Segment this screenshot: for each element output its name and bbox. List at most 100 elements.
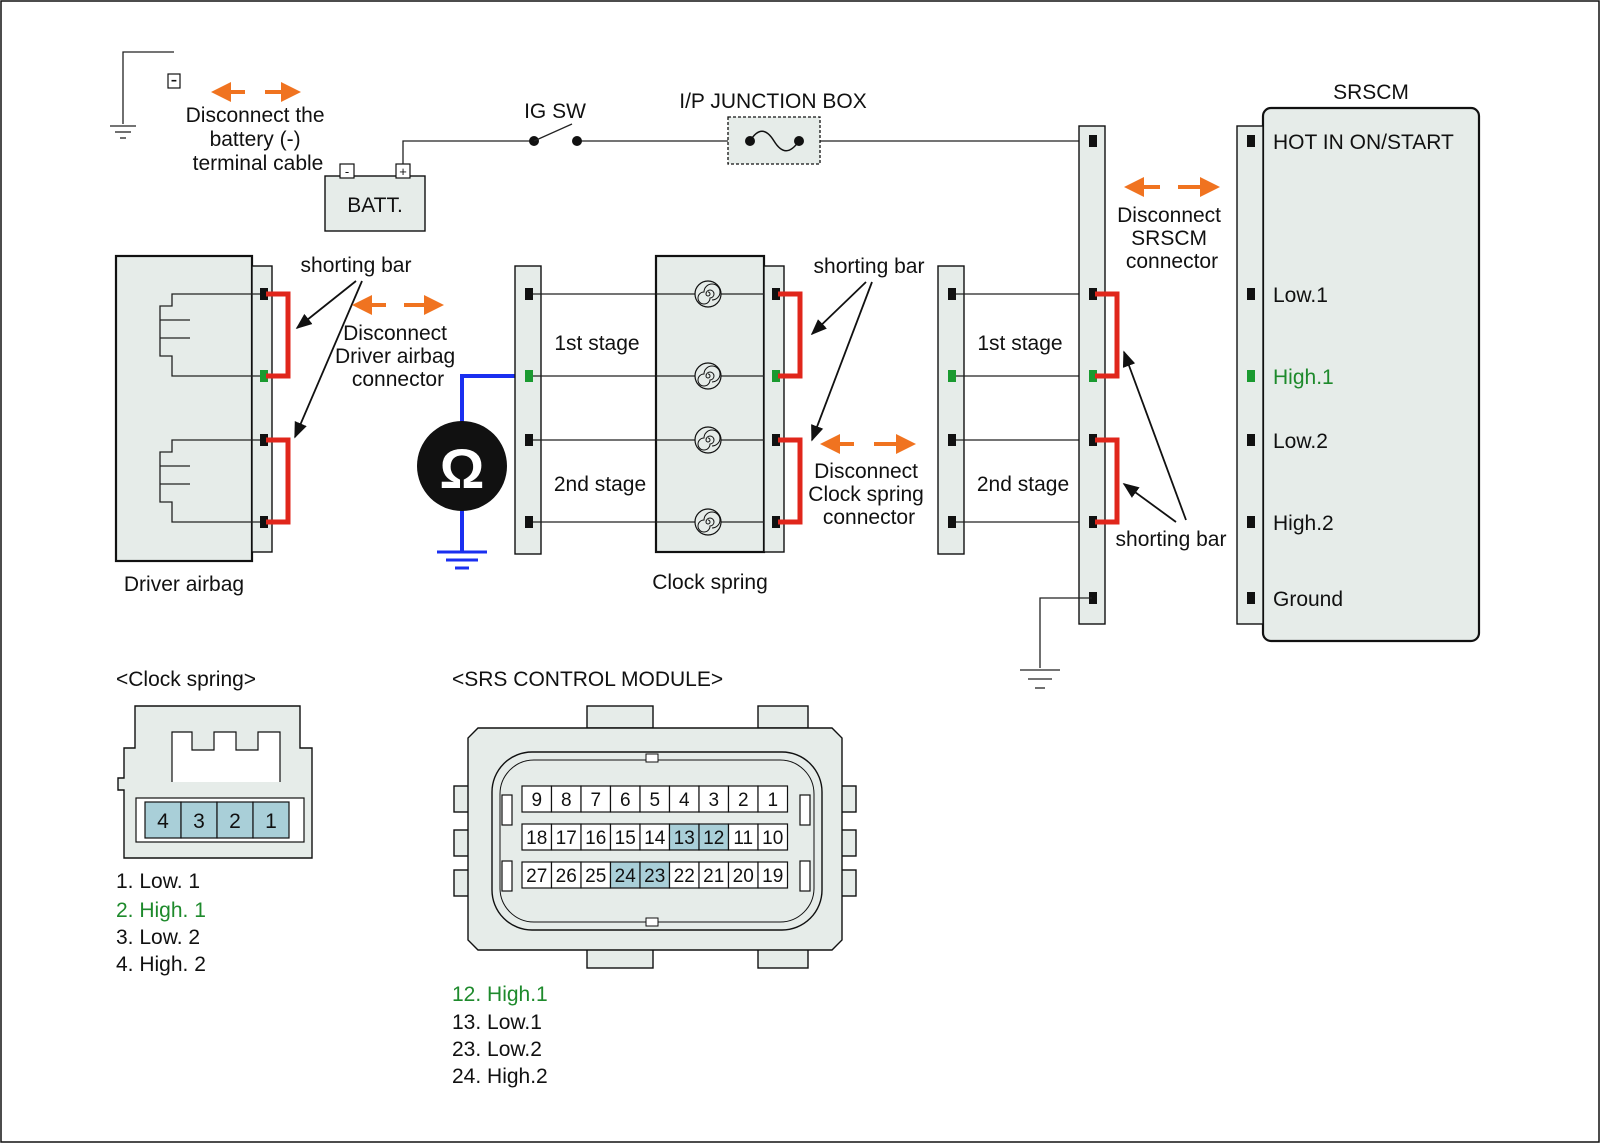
srs-pin-number: 19 <box>762 866 783 887</box>
srs-pin-number: 24 <box>615 866 637 887</box>
harness-2nd-stage-label: 2nd stage <box>977 473 1069 496</box>
srs-pin-number: 22 <box>674 866 695 887</box>
srs-pin-legend-item: 12. High.1 <box>452 983 548 1006</box>
srscm-module <box>1236 106 1481 643</box>
srs-pin-cell <box>698 785 730 813</box>
srs-pin-cell <box>609 785 641 813</box>
srs-pin-cell <box>580 785 612 813</box>
srs-pin-number: 15 <box>615 828 636 849</box>
battery-negative-cable: - <box>110 51 181 139</box>
srs-pin-number: 21 <box>703 866 724 887</box>
cable-minus-sign: - <box>171 69 178 91</box>
srs-pin-number: 12 <box>703 828 724 849</box>
clock-spring-pin-legend-item: 3. Low. 2 <box>116 926 200 949</box>
shorting-bar-pointer <box>294 280 363 439</box>
srs-pin-number: 25 <box>585 866 606 887</box>
clock-spring-pin-number: 4 <box>157 810 169 833</box>
srs-pin-number: 26 <box>556 866 577 887</box>
srscm-harness-connector <box>1020 125 1120 689</box>
driver-airbag <box>114 254 291 563</box>
shorting-bar-pointer <box>810 281 867 336</box>
srs-control-module-title: <SRS CONTROL MODULE> <box>452 668 723 691</box>
srs-pin-legend-item: 23. Low.2 <box>452 1038 542 1061</box>
battery-plus-terminal: + <box>399 164 407 179</box>
clock-spring-pin-legend-item: 2. High. 1 <box>116 899 206 922</box>
srs-pin-number: 3 <box>708 790 719 811</box>
harness-1st-stage-label: 1st stage <box>977 332 1062 355</box>
srs-pin-cell <box>757 861 789 889</box>
clock-spring-2nd-stage-label: 2nd stage <box>554 473 646 496</box>
ohmmeter <box>417 374 528 570</box>
srs-pin-number: 4 <box>679 790 690 811</box>
srs-pin-cell <box>727 823 759 851</box>
srscm-pin-label: Ground <box>1273 588 1343 611</box>
srs-pin-number: 27 <box>526 866 547 887</box>
ig-switch <box>529 123 582 146</box>
srscm-pin-label: HOT IN ON/START <box>1273 131 1454 154</box>
ignition-feed-wire <box>402 140 1085 164</box>
clock-spring-1st-stage-label: 1st stage <box>554 332 639 355</box>
srs-pin-number: 6 <box>620 790 631 811</box>
srs-pin-cell <box>727 785 759 813</box>
srs-pin-cell <box>521 785 553 813</box>
srs-pin-number: 17 <box>556 828 577 849</box>
srscm-pin-labels: HOT IN ON/START Low.1 High.1 Low.2 High.… <box>1273 131 1454 611</box>
srs-control-module-pin-legend: 12. High.1 13. Low.1 23. Low.2 24. High.… <box>452 983 548 1088</box>
srscm-title: SRSCM <box>1333 81 1409 104</box>
srs-pin-number: 5 <box>649 790 660 811</box>
srs-pin-number: 2 <box>738 790 749 811</box>
battery-minus-terminal: - <box>345 164 349 179</box>
shorting-bar-pointer <box>1122 350 1187 521</box>
srscm-pin-label: High.2 <box>1273 512 1334 535</box>
shorting-bar-label-clock-spring: shorting bar <box>814 255 925 278</box>
harness-inline-connector <box>937 265 1092 555</box>
srs-pin-number: 20 <box>733 866 754 887</box>
clock-spring-pin-number: 2 <box>229 810 241 833</box>
srs-pin-number: 7 <box>590 790 601 811</box>
battery: - + BATT. <box>324 163 426 232</box>
clock-spring-pin-number: 3 <box>193 810 205 833</box>
srs-pin-legend-item: 24. High.2 <box>452 1065 548 1088</box>
battery-label: BATT. <box>347 194 403 217</box>
srs-pin-number: 11 <box>733 828 753 849</box>
shorting-bar-pointer <box>1122 483 1177 523</box>
srs-pin-cell <box>550 823 582 851</box>
srscm-pin-label: High.1 <box>1273 366 1334 389</box>
shorting-bar-pointer <box>295 280 357 330</box>
srs-pin-cell <box>521 861 553 889</box>
ig-switch-label: IG SW <box>524 100 586 123</box>
srs-pin-cell <box>698 823 730 851</box>
clock-spring-label: Clock spring <box>652 571 768 594</box>
srs-pin-number: 10 <box>762 828 783 849</box>
srs-pin-cell <box>550 785 582 813</box>
clock-spring-pin-number: 1 <box>265 810 277 833</box>
srs-pin-number: 1 <box>767 790 778 811</box>
driver-airbag-label: Driver airbag <box>124 573 244 596</box>
srs-pin-number: 18 <box>526 828 547 849</box>
srs-pin-number: 14 <box>644 828 666 849</box>
srs-pin-cell <box>639 861 671 889</box>
disconnect-battery-note: Disconnect the battery (-) terminal cabl… <box>186 104 331 175</box>
srs-pin-number: 13 <box>674 828 695 849</box>
srs-pin-cell <box>757 785 789 813</box>
srs-pin-cell <box>580 861 612 889</box>
srs-pin-cell <box>609 861 641 889</box>
srs-pin-legend-item: 13. Low.1 <box>452 1011 542 1034</box>
srs-pin-cell <box>727 861 759 889</box>
srs-pin-cell <box>757 823 789 851</box>
srscm-pin-label: Low.1 <box>1273 284 1328 307</box>
junction-box-label: I/P JUNCTION BOX <box>679 90 866 113</box>
ip-junction-box <box>727 116 821 165</box>
shorting-bar-label-srscm: shorting bar <box>1116 528 1227 551</box>
srs-pin-cell <box>668 823 700 851</box>
disconnect-clock-spring-note: Disconnect Clock spring connector <box>808 460 929 529</box>
disconnect-driver-airbag-note: Disconnect Driver airbag connector <box>335 322 461 391</box>
clock-spring-pin-legend-item: 1. Low. 1 <box>116 870 200 893</box>
clock-spring-connector-title: <Clock spring> <box>116 668 256 691</box>
srs-pin-number: 16 <box>585 828 606 849</box>
clock-spring-pin-legend: 1. Low. 1 2. High. 1 3. Low. 2 4. High. … <box>116 870 206 976</box>
srs-pin-cell <box>550 861 582 889</box>
